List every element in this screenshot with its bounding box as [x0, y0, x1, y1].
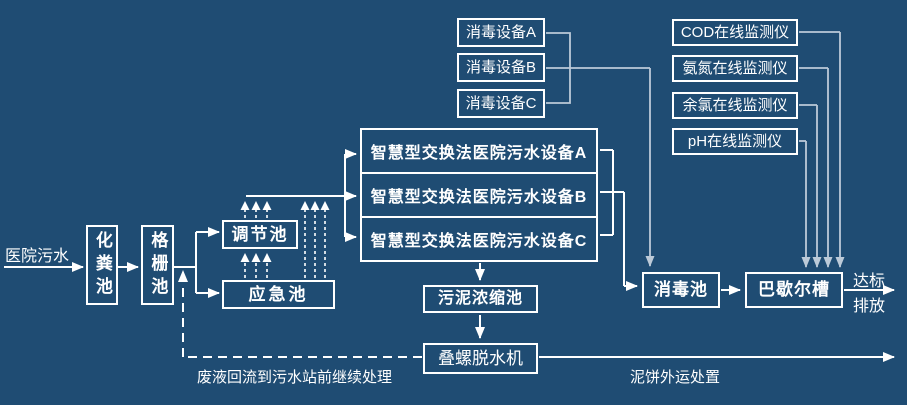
node-disinfection-device-c: 消毒设备C	[457, 89, 545, 118]
return-flow-dashed-line	[178, 270, 422, 358]
node-parshall-flume: 巴歇尔槽	[745, 272, 843, 308]
main-flow-arrows	[4, 149, 895, 362]
node-smart-unit-a: 智慧型交换法医院污水设备A	[362, 130, 596, 174]
node-ph-monitor: pH在线监测仪	[672, 128, 798, 155]
node-regulating-tank: 调节池	[222, 220, 298, 249]
sludge-cake-note: 泥饼外运处置	[629, 369, 720, 386]
node-residual-chlorine-monitor: 余氯在线监测仪	[672, 92, 798, 119]
source-label: 医院污水	[5, 248, 70, 265]
node-sludge-thickening-tank: 污泥浓缩池	[423, 285, 538, 313]
node-septic-tank: 化粪池	[86, 225, 118, 305]
node-smart-unit-b: 智慧型交换法医院污水设备B	[362, 174, 596, 218]
node-smart-unit-c: 智慧型交换法医院污水设备C	[370, 233, 588, 250]
node-disinfection-device-b: 消毒设备B	[457, 53, 545, 82]
node-emergency-tank: 应急池	[222, 280, 335, 309]
smart-units-container: 智慧型交换法医院污水设备A 智慧型交换法医院污水设备B 智慧型交换法医院污水设备…	[360, 128, 598, 262]
discharge-label-line2: 排放	[853, 298, 886, 315]
monitor-signal-connectors	[799, 31, 845, 268]
return-flow-note: 废液回流到污水站前继续处理	[197, 369, 393, 386]
pump-dashed-arrows	[240, 201, 330, 278]
discharge-label-line1: 达标	[853, 273, 886, 290]
disinfection-device-connectors	[546, 32, 655, 267]
node-screw-press-dewaterer: 叠螺脱水机	[423, 343, 538, 374]
node-disinfection-tank: 消毒池	[642, 272, 720, 308]
node-cod-monitor: COD在线监测仪	[672, 19, 798, 46]
node-ammonia-monitor: 氨氮在线监测仪	[672, 55, 798, 82]
node-disinfection-device-a: 消毒设备A	[457, 18, 545, 47]
node-bar-screen-tank: 格栅池	[141, 225, 174, 305]
